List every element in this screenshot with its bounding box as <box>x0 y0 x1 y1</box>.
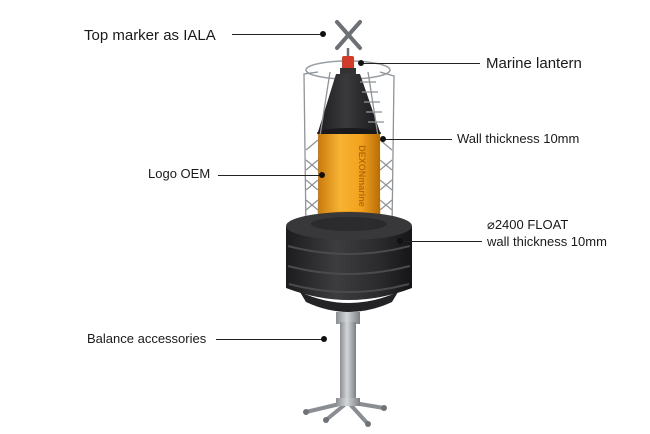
marine-lantern <box>342 56 354 70</box>
dot-marine-lantern <box>358 60 364 66</box>
label-balance-accessories: Balance accessories <box>87 331 207 346</box>
dot-top-marker <box>320 31 326 37</box>
label-logo-oem: Logo OEM <box>148 166 211 181</box>
dot-balance <box>321 336 327 342</box>
label-float-size: ⌀2400 FLOAT <box>487 217 569 232</box>
cone-top <box>318 74 380 132</box>
orange-body <box>318 134 380 218</box>
dot-logo-oem <box>319 172 325 178</box>
label-marine-lantern: Marine lantern <box>486 55 582 72</box>
label-wall-thickness: Wall thickness 10mm <box>457 131 580 146</box>
balance-pole <box>336 312 360 324</box>
leader-float <box>402 241 482 242</box>
label-float-wall: wall thickness 10mm <box>487 234 607 249</box>
label-top-marker: Top marker as IALA <box>84 27 216 44</box>
leader-wall-thickness <box>384 139 452 140</box>
dot-float <box>397 238 403 244</box>
leader-top-marker <box>232 34 322 35</box>
dot-wall-thickness <box>380 136 386 142</box>
leader-logo-oem <box>218 175 320 176</box>
leader-balance <box>216 339 322 340</box>
float-ribs <box>287 245 411 293</box>
leader-marine-lantern <box>362 63 480 64</box>
body-logo-text: DEXONmarine <box>357 145 367 207</box>
top-marker-x <box>335 20 362 50</box>
